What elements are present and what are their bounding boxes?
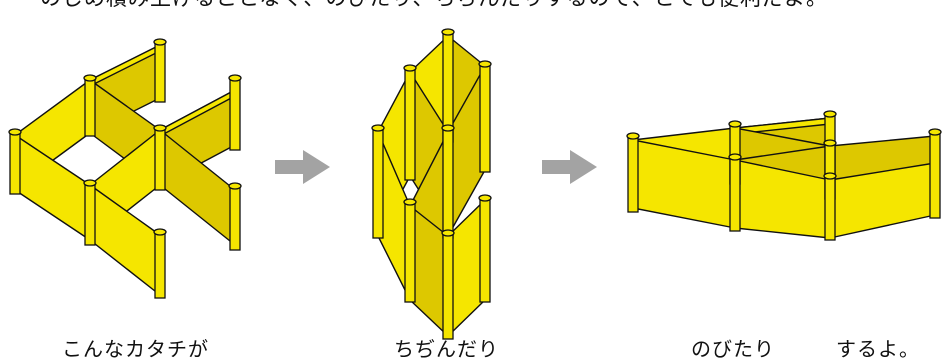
right-arrow-icon [542, 150, 597, 184]
barricade-extended-shape [626, 110, 942, 241]
caption-ending: するよ。 [836, 337, 920, 361]
barricade-compressed-shape [371, 28, 492, 340]
caption-original-shape: こんなカタチが [62, 337, 209, 361]
caption-compressed: ちぢんだり [394, 337, 499, 361]
right-arrow-icon [275, 150, 330, 184]
clipped-header-text: のじめ積み上げることなく、のびたり、ちぢんだりするので、とても便利だよ。 [0, 0, 946, 8]
clipped-header-line: のじめ積み上げることなく、のびたり、ちぢんだりするので、とても便利だよ。 [40, 0, 828, 8]
barricade-grid-shape [8, 38, 242, 299]
caption-extended: のびたり [691, 337, 775, 361]
